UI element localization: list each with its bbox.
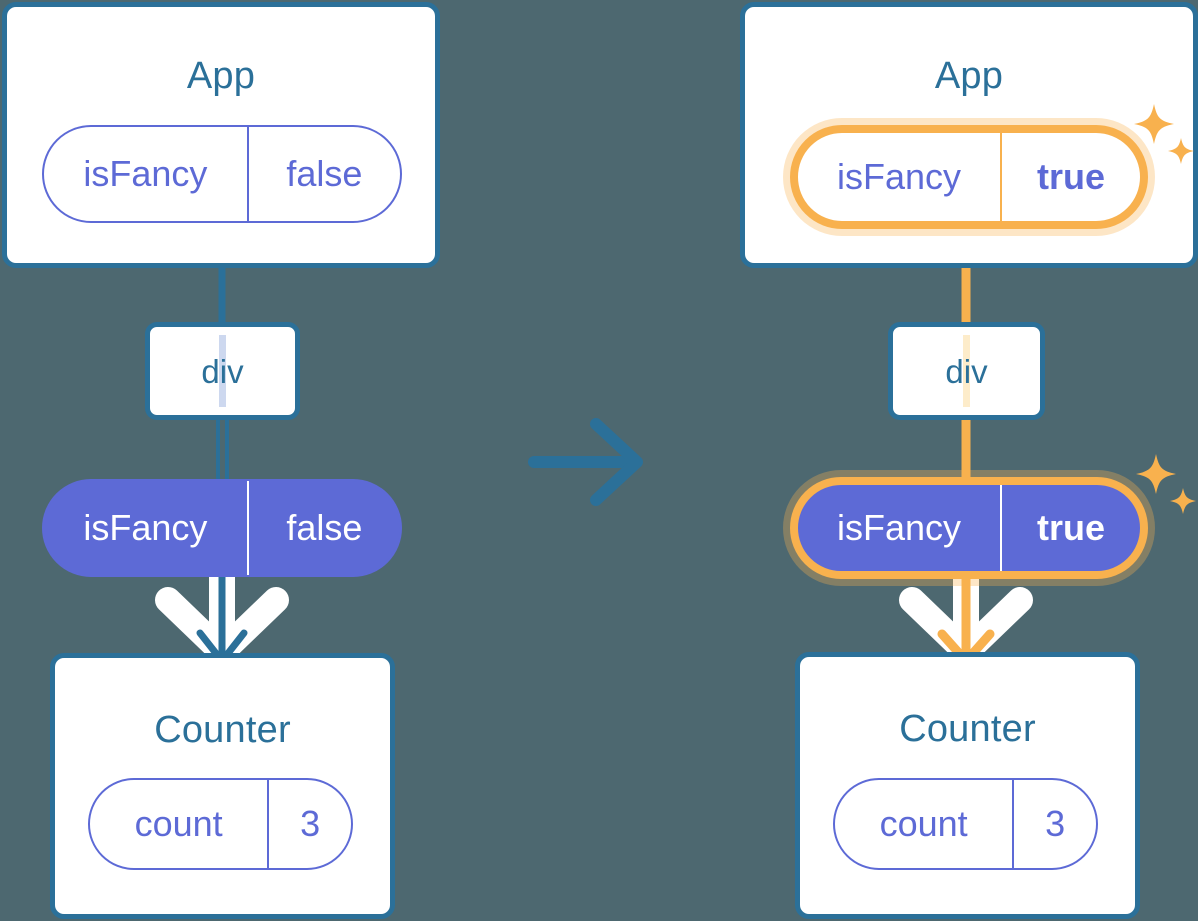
div-host-box-before: div — [145, 322, 300, 420]
right-arrow-icon — [528, 418, 643, 506]
counter-state-pill-name-after: count — [879, 803, 968, 844]
app-state-pill-before[interactable]: isFancy false — [42, 125, 402, 223]
div-host-label-before: div — [201, 352, 244, 390]
prop-pill-value-before: false — [246, 481, 400, 575]
div-host-box-after: div — [888, 322, 1045, 420]
counter-state-pill-value-before: 3 — [267, 780, 351, 868]
counter-state-pill-after[interactable]: count 3 — [833, 778, 1098, 870]
counter-state-pill-value-after: 3 — [1012, 780, 1096, 868]
prop-pill-name-after: isFancy — [836, 507, 962, 548]
prop-pill-after[interactable]: isFancy true — [790, 477, 1148, 579]
app-state-pill-name-before: isFancy — [83, 153, 208, 194]
app-title-before: App — [186, 55, 256, 97]
prop-pill-name-before: isFancy — [83, 507, 208, 548]
prop-pill-value-after: true — [1000, 485, 1140, 571]
div-wire-segment-before — [219, 335, 226, 407]
app-state-pill-value-before: false — [246, 127, 400, 221]
app-title-after: App — [934, 55, 1004, 97]
app-state-pill-name-after: isFancy — [836, 156, 962, 197]
app-state-pill-value-after: true — [1000, 133, 1140, 221]
counter-title-before: Counter — [154, 709, 291, 751]
div-wire-segment-after — [963, 335, 970, 407]
counter-title-after: Counter — [899, 708, 1036, 750]
counter-state-pill-before[interactable]: count 3 — [88, 778, 353, 870]
div-host-label-after: div — [945, 352, 988, 390]
counter-state-pill-name-before: count — [134, 803, 223, 844]
app-state-pill-after[interactable]: isFancy true — [790, 125, 1148, 229]
prop-pill-before[interactable]: isFancy false — [42, 479, 402, 577]
